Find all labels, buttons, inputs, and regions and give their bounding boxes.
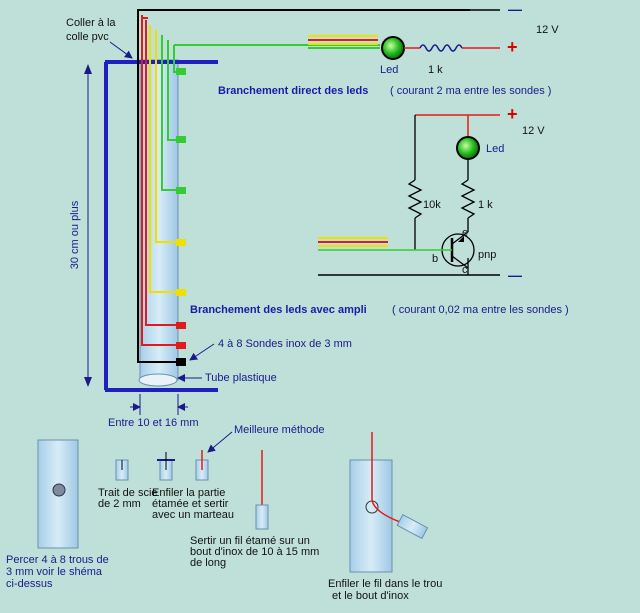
fil1: Enfiler le fil dans le trou	[328, 578, 442, 590]
ampli-title: Branchement des leds avec ampli	[190, 304, 367, 316]
fil2: et le bout d'inox	[332, 590, 409, 602]
wire-with-inox	[255, 450, 269, 530]
drilled-tube	[37, 439, 79, 549]
direct-note: ( courant 2 ma entre les sondes )	[390, 85, 551, 97]
diameter-label: Entre 10 et 16 mm	[108, 417, 199, 429]
percer1: Percer 4 à 8 trous de	[6, 554, 109, 566]
led1-label: Led	[380, 64, 398, 76]
c-label: c	[462, 264, 468, 276]
ampli-note: ( courant 0,02 ma entre les sondes )	[392, 304, 569, 316]
sondes-label: 4 à 8 Sondes inox de 3 mm	[218, 338, 352, 350]
saw-cut-probe	[115, 459, 129, 481]
sertir2: bout d'inox de 10 à 15 mm	[190, 546, 319, 558]
b-label: b	[432, 253, 438, 265]
trait2: de 2 mm	[98, 498, 141, 510]
percer3: ci-dessus	[6, 578, 53, 590]
sertir1: Sertir un fil étamé sur un	[190, 535, 310, 547]
led2-label: Led	[486, 143, 504, 155]
direct-circuit: — + 12 V Led 1 k Branchement direct des …	[218, 1, 559, 97]
tube-label: Tube plastique	[205, 372, 277, 384]
enfiler3: avec un marteau	[152, 509, 234, 521]
led2-icon	[456, 136, 480, 160]
enfiler2: étamée et sertir	[152, 498, 229, 510]
length-label: 30 cm ou plus	[69, 200, 81, 269]
cable-bundle	[137, 9, 470, 46]
plus-1: +	[507, 37, 518, 57]
led-icon	[381, 36, 405, 60]
diameter-dimension: Entre 10 et 16 mm	[108, 394, 199, 429]
pnp-label: pnp	[478, 249, 496, 261]
best-label: Meilleure méthode	[234, 424, 325, 436]
r10k-label: 10k	[423, 199, 441, 211]
probe-wires	[137, 12, 180, 363]
colle-pvc-label: colle pvc	[66, 31, 109, 43]
length-dimension: 30 cm ou plus	[69, 64, 92, 387]
r2-label: 1 k	[478, 199, 493, 211]
v2-label: 12 V	[522, 125, 545, 137]
r1-label: 1 k	[428, 64, 443, 76]
resistor-icon	[419, 44, 463, 52]
e-label: e	[462, 227, 468, 239]
percer2: 3 mm voir le shéma	[6, 566, 103, 578]
minus-1: —	[508, 1, 522, 17]
v1-label: 12 V	[536, 24, 559, 36]
enfiler1: Enfiler la partie	[152, 487, 225, 499]
direct-title: Branchement direct des leds	[218, 85, 368, 97]
plus-2: +	[507, 104, 518, 124]
insert-probe	[157, 452, 175, 481]
trait1: Trait de scie	[98, 487, 158, 499]
ampli-circuit: + 12 V	[318, 104, 545, 276]
coller-label: Coller à la	[66, 17, 116, 29]
best-probe	[195, 450, 209, 481]
probe-stubs	[176, 68, 186, 366]
sertir3: de long	[190, 557, 226, 569]
minus-2: —	[508, 267, 522, 283]
assembled-tube	[349, 432, 429, 573]
